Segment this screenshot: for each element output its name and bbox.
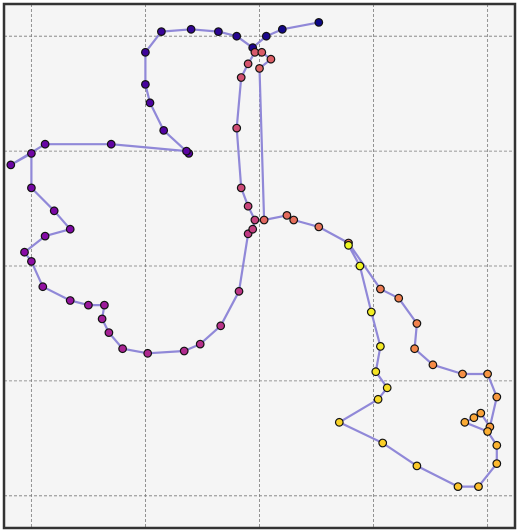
data-point bbox=[476, 408, 486, 418]
data-point bbox=[453, 482, 463, 492]
data-point bbox=[216, 321, 226, 331]
data-point bbox=[492, 392, 502, 402]
data-point bbox=[145, 98, 155, 108]
data-point bbox=[99, 300, 109, 310]
data-point bbox=[378, 438, 388, 448]
data-point bbox=[277, 24, 287, 34]
data-point bbox=[248, 224, 258, 234]
data-point bbox=[243, 201, 253, 211]
data-point bbox=[334, 417, 344, 427]
data-point bbox=[492, 440, 502, 450]
data-point bbox=[27, 183, 36, 193]
data-point bbox=[232, 31, 242, 41]
data-point bbox=[314, 18, 324, 27]
data-point bbox=[20, 247, 29, 257]
data-point bbox=[213, 27, 223, 37]
data-point bbox=[243, 59, 253, 69]
data-point bbox=[469, 413, 479, 423]
data-point bbox=[366, 307, 376, 317]
data-point bbox=[259, 215, 269, 225]
data-point bbox=[289, 215, 299, 225]
data-point bbox=[344, 240, 353, 250]
data-point bbox=[314, 222, 324, 232]
data-point bbox=[186, 24, 196, 34]
data-point bbox=[460, 417, 470, 427]
data-point bbox=[257, 47, 267, 57]
data-point bbox=[140, 79, 150, 89]
data-point bbox=[182, 146, 191, 156]
data-point bbox=[355, 261, 365, 271]
data-point bbox=[371, 367, 381, 377]
data-point bbox=[104, 328, 114, 338]
data-point bbox=[412, 319, 422, 328]
data-point bbox=[266, 54, 276, 64]
data-point bbox=[27, 148, 36, 158]
data-point bbox=[483, 427, 493, 436]
data-point bbox=[49, 206, 59, 216]
data-point bbox=[394, 293, 404, 303]
data-point bbox=[40, 231, 50, 241]
data-point bbox=[65, 296, 75, 305]
data-point bbox=[232, 123, 242, 133]
data-point bbox=[179, 346, 189, 356]
data-point bbox=[382, 383, 392, 393]
data-point bbox=[97, 314, 107, 324]
data-point bbox=[156, 27, 166, 37]
data-point bbox=[410, 344, 420, 354]
data-point bbox=[195, 339, 205, 349]
data-point bbox=[234, 286, 244, 296]
data-point bbox=[483, 369, 493, 379]
data-point bbox=[140, 47, 150, 57]
data-point bbox=[376, 284, 385, 294]
data-point bbox=[373, 394, 383, 404]
data-point bbox=[255, 63, 264, 73]
data-point bbox=[83, 300, 93, 310]
data-point bbox=[65, 224, 75, 234]
data-point bbox=[159, 125, 169, 135]
data-point bbox=[474, 482, 483, 492]
data-point bbox=[236, 73, 246, 82]
data-point bbox=[236, 183, 246, 193]
data-point bbox=[376, 342, 385, 351]
data-point bbox=[40, 139, 50, 149]
data-point bbox=[412, 461, 422, 471]
series-points bbox=[6, 18, 502, 492]
data-point bbox=[492, 459, 502, 469]
data-point bbox=[106, 139, 116, 149]
data-point bbox=[143, 348, 153, 358]
data-point bbox=[250, 215, 260, 225]
data-point bbox=[261, 31, 271, 41]
data-point bbox=[27, 257, 36, 266]
data-point bbox=[38, 282, 48, 292]
data-point bbox=[428, 360, 438, 370]
data-point bbox=[6, 160, 16, 170]
data-point bbox=[282, 210, 292, 220]
data-point bbox=[458, 369, 467, 379]
data-point bbox=[118, 344, 127, 354]
